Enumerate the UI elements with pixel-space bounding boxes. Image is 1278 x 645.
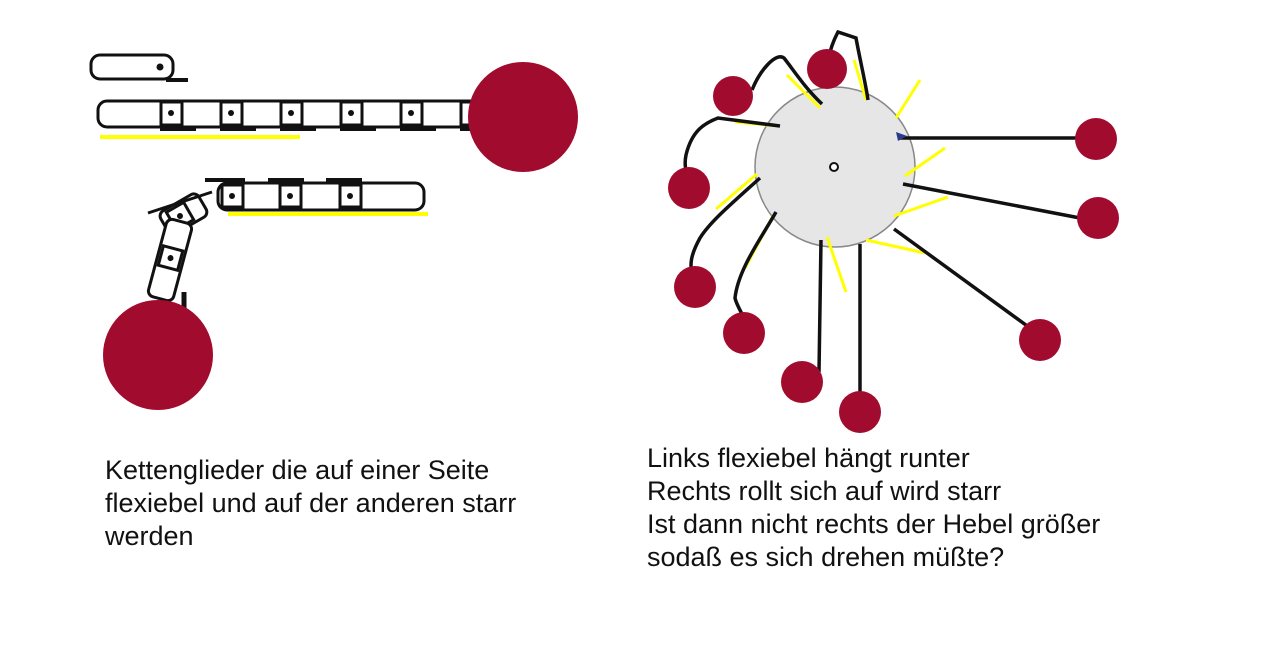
caption-left: Kettenglieder die auf einer Seite flexie…: [105, 454, 516, 553]
caption-right-line: Links flexiebel hängt runter: [647, 443, 970, 473]
rigid-chain-diagram: [89, 53, 578, 410]
caption-left-line: Kettenglieder die auf einer Seite: [105, 455, 490, 485]
bent-chain: [146, 178, 428, 310]
caption-left-line: werden: [105, 521, 194, 551]
straight-chain-bar: [96, 99, 495, 139]
caption-right-line: sodaß es sich drehen müßte?: [647, 542, 1005, 572]
weight-ball: [103, 300, 213, 410]
caption-right: Links flexiebel hängt runter Rechts roll…: [647, 442, 1100, 574]
weight-balls: [668, 49, 1119, 433]
wheel-axle: [829, 162, 839, 172]
single-chain-link: [89, 53, 188, 82]
weight-ball: [468, 62, 578, 172]
caption-right-line: Ist dann nicht rechts der Hebel größer: [647, 509, 1101, 539]
caption-left-line: flexiebel und auf der anderen starr: [105, 488, 517, 518]
wheel-diagram: [668, 29, 1119, 433]
caption-right-line: Rechts rollt sich auf wird starr: [647, 476, 1002, 506]
